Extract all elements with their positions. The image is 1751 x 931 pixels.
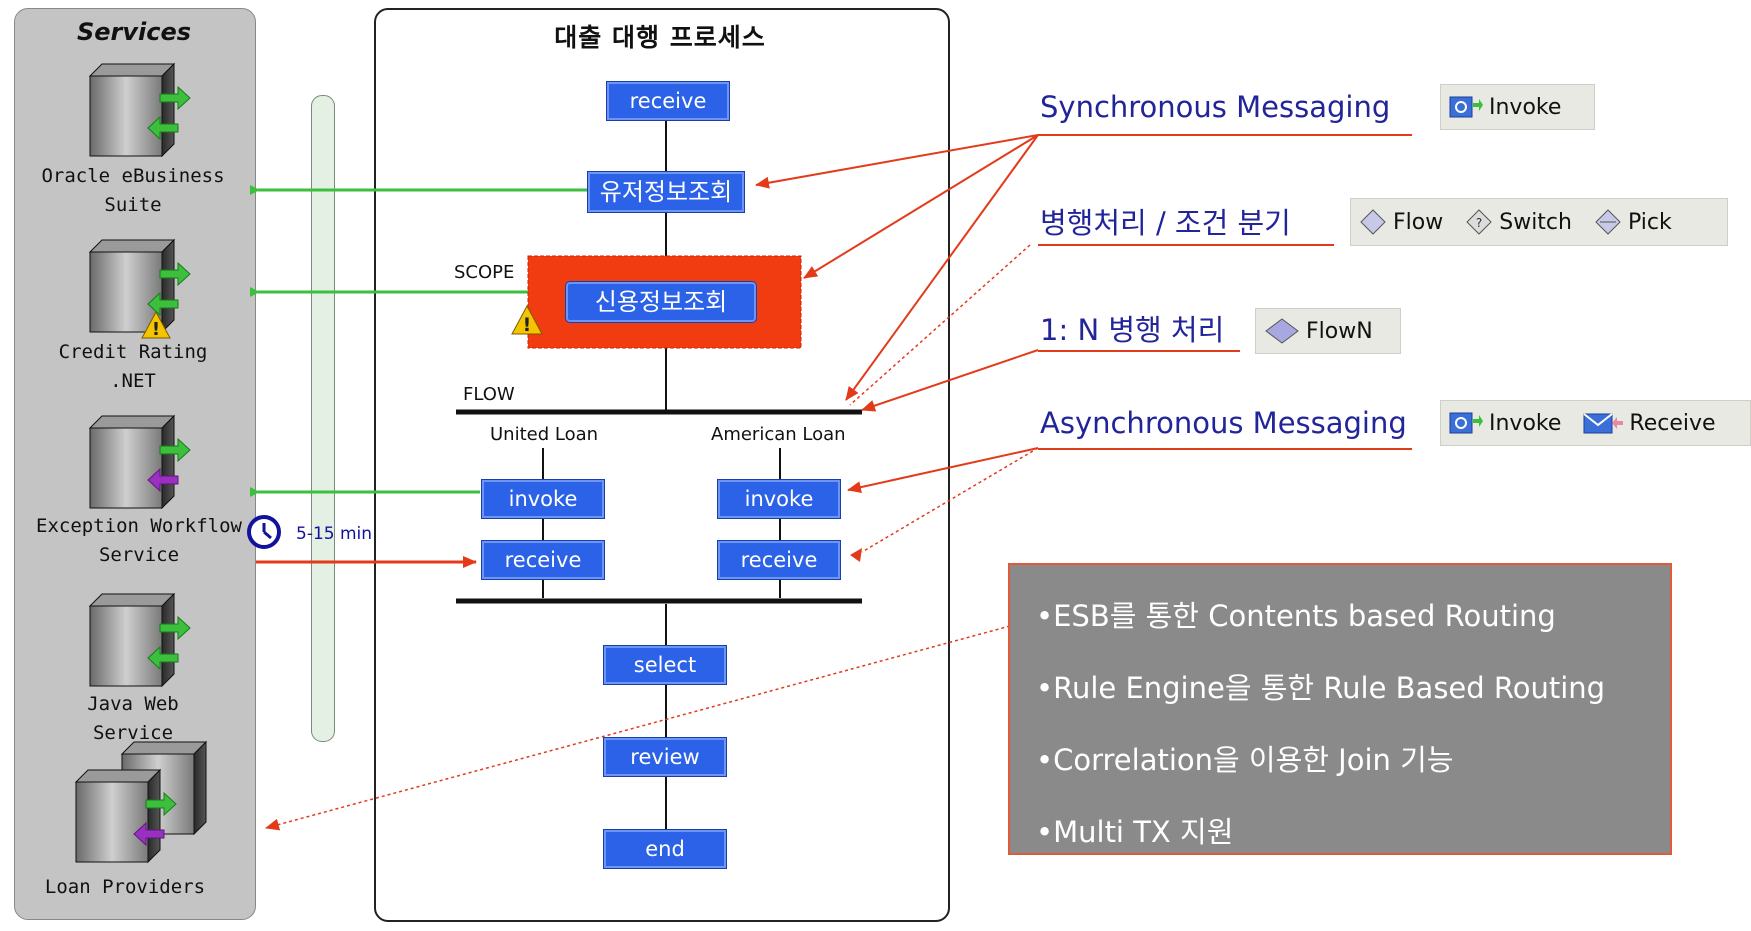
tool-switch[interactable]: ? Switch	[1465, 208, 1572, 236]
service-icons-layer: !	[74, 62, 208, 864]
gear-icon	[1449, 96, 1483, 118]
feature-item: •Rule Engine을 통한 Rule Based Routing	[1036, 671, 1606, 705]
tool-pick[interactable]: Pick	[1594, 208, 1672, 236]
clock-icon	[247, 515, 281, 549]
legend-parallel: 병행처리 / 조건 분기	[1040, 206, 1291, 240]
feature-item: •ESB를 통한 Contents based Routing	[1036, 599, 1556, 633]
process-title: 대출 대행 프로세스	[554, 23, 766, 52]
activity-receive-united[interactable]: receive	[482, 541, 604, 579]
tool-invoke[interactable]: Invoke	[1449, 95, 1561, 120]
server-icon	[88, 238, 191, 334]
server-icon	[88, 592, 191, 688]
legend-sync-underline	[1038, 134, 1412, 136]
timer-label: 5-15 min	[296, 524, 373, 544]
legend-sync: Synchronous Messaging	[1040, 90, 1391, 124]
activity-invoke-united[interactable]: invoke	[482, 480, 604, 518]
activity-receive-american[interactable]: receive	[718, 541, 840, 579]
service-label-credit: Credit Rating.NET	[58, 341, 208, 392]
activity-receive[interactable]: receive	[607, 82, 729, 120]
warning-icon: !	[511, 304, 543, 336]
service-bus-bar	[311, 95, 335, 742]
gear-icon	[1449, 412, 1483, 434]
scope-label: SCOPE	[454, 262, 515, 283]
activity-review[interactable]: review	[604, 738, 726, 776]
services-title: Services	[76, 18, 192, 46]
legend-parallel-underline	[1038, 244, 1334, 246]
tool-flow[interactable]: Flow	[1359, 208, 1443, 236]
activity-end[interactable]: end	[604, 830, 726, 868]
tool-flown[interactable]: FlowN	[1264, 317, 1373, 345]
svg-text:?: ?	[1476, 216, 1482, 230]
tool-palette-async: Invoke Receive	[1440, 400, 1751, 446]
server-icon	[88, 414, 191, 510]
branch-label-united: United Loan	[490, 424, 599, 445]
diamond-icon	[1595, 209, 1621, 235]
feature-item: •Multi TX 지원	[1036, 815, 1234, 849]
svg-text:!: !	[523, 314, 532, 336]
tool-palette-parallel: Flow ? Switch Pick	[1350, 198, 1728, 246]
features-box: •ESB를 통한 Contents based Routing •Rule En…	[1008, 563, 1672, 855]
activity-invoke-american[interactable]: invoke	[718, 480, 840, 518]
legend-async-underline	[1038, 448, 1412, 450]
diamond-icon	[1265, 318, 1299, 344]
tool-receive[interactable]: Receive	[1583, 411, 1716, 436]
tool-palette-sync: Invoke	[1440, 84, 1595, 130]
tool-invoke-async[interactable]: Invoke	[1449, 411, 1561, 436]
svg-text:!: !	[152, 319, 160, 340]
flow-label: FLOW	[463, 384, 515, 405]
activity-credit-lookup[interactable]: 신용정보조회	[566, 282, 756, 322]
activity-user-lookup[interactable]: 유저정보조회	[588, 172, 744, 212]
legend-flown: 1: N 병행 처리	[1040, 313, 1225, 347]
warning-icon: !	[141, 310, 171, 340]
service-label-loan-providers: Loan Providers	[44, 876, 206, 898]
activity-select[interactable]: select	[604, 646, 726, 684]
tool-palette-flown: FlowN	[1255, 308, 1401, 354]
legend-async: Asynchronous Messaging	[1040, 406, 1407, 440]
diamond-icon: ?	[1466, 209, 1492, 235]
server-icon	[74, 768, 177, 864]
branch-label-american: American Loan	[711, 424, 846, 445]
legend-flown-underline	[1038, 350, 1240, 352]
envelope-icon	[1583, 413, 1624, 434]
server-icon	[88, 62, 191, 158]
feature-item: •Correlation을 이용한 Join 기능	[1036, 743, 1454, 777]
diamond-icon	[1360, 209, 1386, 235]
